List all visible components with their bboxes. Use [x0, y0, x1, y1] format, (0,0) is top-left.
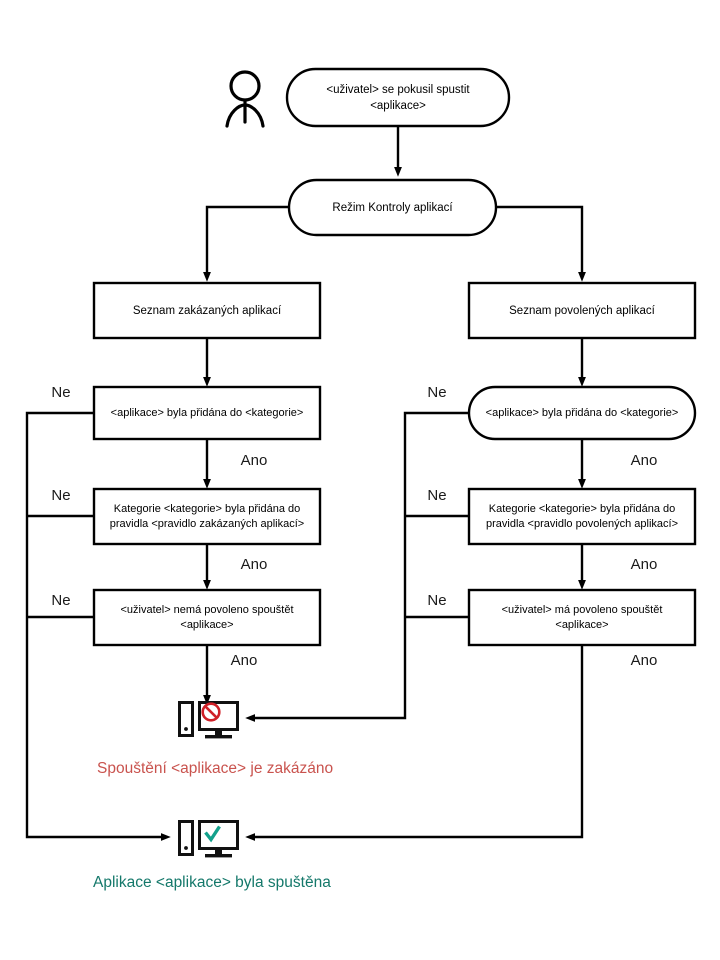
edge-label-denied-step1-yes: Ano: [241, 452, 268, 469]
node-denied-list-label: Seznam zakázaných aplikací: [133, 305, 282, 317]
computer-blocked-icon: [178, 701, 239, 739]
edge-mode-to-allowed-list: [496, 205, 586, 282]
node-denied-list: Seznam zakázaných aplikací: [92, 281, 322, 340]
node-allowed-list: Seznam povolených aplikací: [467, 281, 697, 340]
edge-allowed-step3-yes-to-run: [245, 645, 584, 841]
edge-label-allowed-step2-no: Ne: [427, 487, 446, 504]
node-start-line1: <uživatel> se pokusil spustit: [326, 84, 470, 96]
node-allowed-step3-line1: <uživatel> má povoleno spouštět: [502, 604, 663, 616]
edge-label-allowed-step1-no: Ne: [427, 384, 446, 401]
edge-label-allowed-step3-yes: Ano: [631, 652, 658, 669]
node-mode: Režim Kontroly aplikací: [287, 178, 498, 237]
node-allowed-step2-line2: pravidla <pravidlo povolených aplikací>: [486, 518, 678, 530]
node-mode-label: Režim Kontroly aplikací: [332, 202, 453, 214]
edge-label-denied-step3-no: Ne: [51, 592, 70, 609]
node-allowed-list-label: Seznam povolených aplikací: [509, 305, 656, 317]
edge-label-denied-step3-yes: Ano: [231, 652, 258, 669]
edge-denied-step1-no: [25, 411, 171, 841]
edge-label-denied-step2-yes: Ano: [241, 556, 268, 573]
caption-denied: Spouštění <aplikace> je zakázáno: [97, 760, 333, 777]
node-allowed-step1-label: <aplikace> byla přidána do <kategorie>: [486, 407, 679, 419]
edge-label-denied-step2-no: Ne: [51, 487, 70, 504]
person-icon: [225, 70, 265, 128]
node-allowed-step3: <uživatel> má povoleno spouštět <aplikac…: [467, 588, 697, 647]
node-allowed-step2: Kategorie <kategorie> byla přidána do pr…: [467, 487, 697, 546]
node-denied-step1-label: <aplikace> byla přidána do <kategorie>: [111, 407, 304, 419]
edge-label-allowed-step1-yes: Ano: [631, 452, 658, 469]
node-denied-step2-line2: pravidla <pravidlo zakázaných aplikací>: [110, 518, 304, 530]
node-allowed-step1: <aplikace> byla přidána do <kategorie>: [467, 385, 697, 441]
node-denied-step2-line1: Kategorie <kategorie> byla přidána do: [114, 503, 301, 515]
edge-mode-to-denied-list: [203, 205, 289, 282]
node-denied-step3: <uživatel> nemá povoleno spouštět <aplik…: [92, 588, 322, 647]
edge-allowed-step1-no: [245, 411, 469, 722]
edge-label-denied-step1-no: Ne: [51, 384, 70, 401]
caption-allowed: Aplikace <aplikace> byla spuštěna: [93, 874, 331, 891]
node-start-line2: <aplikace>: [370, 100, 426, 112]
computer-allowed-icon: [178, 820, 239, 858]
node-allowed-step2-line1: Kategorie <kategorie> byla přidána do: [489, 503, 676, 515]
node-denied-step2: Kategorie <kategorie> byla přidána do pr…: [92, 487, 322, 546]
node-denied-step3-line2: <aplikace>: [180, 619, 233, 631]
edge-label-allowed-step2-yes: Ano: [631, 556, 658, 573]
node-allowed-step3-line2: <aplikace>: [555, 619, 608, 631]
node-start: <uživatel> se pokusil spustit <aplikace>: [285, 67, 511, 128]
node-denied-step3-line1: <uživatel> nemá povoleno spouštět: [120, 604, 293, 616]
edge-label-allowed-step3-no: Ne: [427, 592, 446, 609]
node-denied-step1: <aplikace> byla přidána do <kategorie>: [92, 385, 322, 441]
